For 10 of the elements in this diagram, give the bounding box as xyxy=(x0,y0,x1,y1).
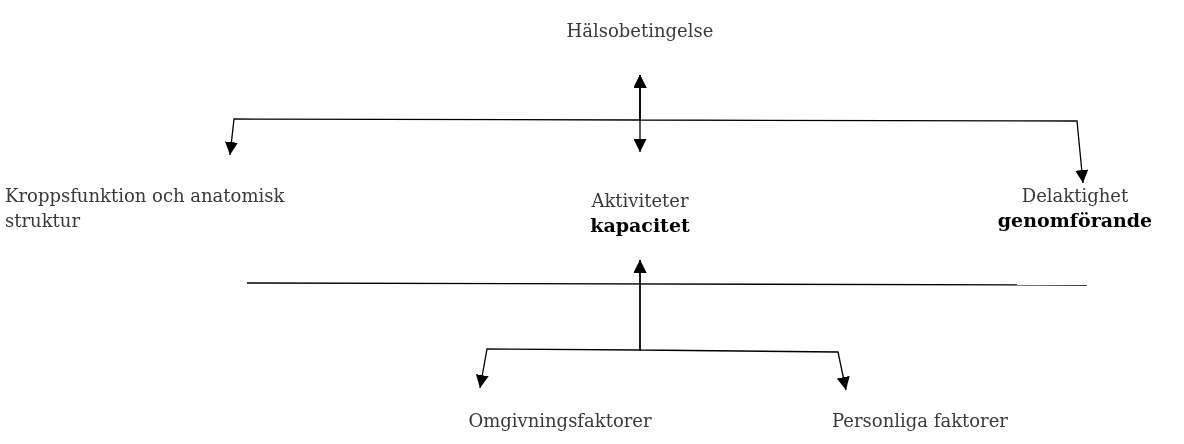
node-label: Personliga faktorer xyxy=(831,409,1009,433)
node-label: Aktiviteter xyxy=(590,189,690,213)
connector-arrow xyxy=(633,74,1089,184)
node-sublabel: kapacitet xyxy=(589,213,691,238)
node-label: Kroppsfunktion och anatomisk struktur xyxy=(5,184,286,233)
connector-arrow xyxy=(633,259,850,391)
node-label: Delaktighet xyxy=(1020,184,1130,208)
node-label: Hälsobetingelse xyxy=(565,19,715,43)
node-label: Omgivningsfaktorer xyxy=(467,409,653,433)
node-sublabel: genomförande xyxy=(996,208,1154,233)
